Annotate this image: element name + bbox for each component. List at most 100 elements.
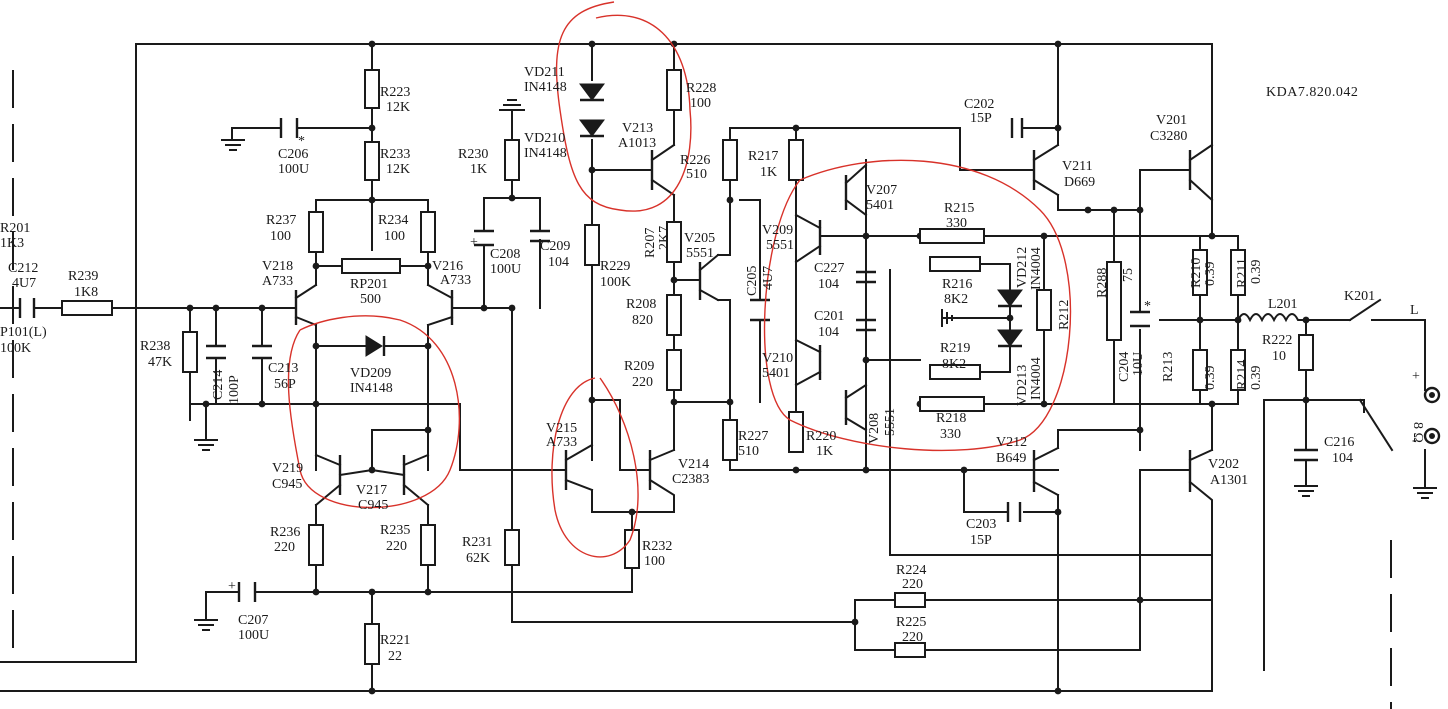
svg-text:5551: 5551 xyxy=(883,408,898,436)
svg-text:V202: V202 xyxy=(1208,457,1239,472)
potentiometer-rp201 xyxy=(341,258,401,274)
svg-text:1K8: 1K8 xyxy=(74,285,98,300)
svg-text:R217: R217 xyxy=(748,149,778,164)
svg-text:C213: C213 xyxy=(268,361,298,376)
svg-text:R218: R218 xyxy=(936,411,966,426)
svg-text:1K: 1K xyxy=(470,162,487,177)
svg-text:500: 500 xyxy=(360,292,381,307)
svg-text:104: 104 xyxy=(818,325,839,340)
svg-text:R212: R212 xyxy=(1057,300,1072,330)
ground-icon xyxy=(1413,487,1437,499)
inductor-l201 xyxy=(1236,313,1307,323)
transistors xyxy=(294,143,1214,601)
ground-icon xyxy=(1294,485,1318,497)
svg-text:15P: 15P xyxy=(970,533,992,548)
svg-text:VD212: VD212 xyxy=(1015,247,1030,288)
svg-text:R213: R213 xyxy=(1161,352,1176,382)
svg-text:A733: A733 xyxy=(546,435,577,450)
component-labels: KDA7.820.042 R201 1K3 C212 4U7 R239 1K8 … xyxy=(0,65,1425,664)
svg-text:V217: V217 xyxy=(356,483,387,498)
resistor-r232 xyxy=(624,529,640,569)
svg-text:V209: V209 xyxy=(762,223,793,238)
svg-text:+: + xyxy=(228,579,236,594)
relay-k201-arm xyxy=(1358,398,1394,452)
svg-text:820: 820 xyxy=(632,313,653,328)
svg-text:100K: 100K xyxy=(0,341,31,356)
svg-text:220: 220 xyxy=(632,375,653,390)
svg-text:100U: 100U xyxy=(238,628,269,643)
resistor-r229 xyxy=(584,224,600,266)
svg-text:C202: C202 xyxy=(964,97,994,112)
resistor-r209 xyxy=(666,349,682,391)
svg-text:C2383: C2383 xyxy=(672,472,709,487)
svg-text:220: 220 xyxy=(274,540,295,555)
svg-text:R232: R232 xyxy=(642,539,672,554)
svg-text:C216: C216 xyxy=(1324,435,1354,450)
svg-text:R223: R223 xyxy=(380,85,410,100)
resistor-r235 xyxy=(420,524,436,566)
svg-text:C945: C945 xyxy=(272,477,302,492)
svg-text:RP201: RP201 xyxy=(350,277,388,292)
diodes xyxy=(365,83,1023,357)
svg-text:100P: 100P xyxy=(227,375,242,404)
svg-text:330: 330 xyxy=(946,216,967,231)
svg-text:R220: R220 xyxy=(806,429,836,444)
svg-text:VD211: VD211 xyxy=(524,65,565,80)
svg-text:R233: R233 xyxy=(380,147,410,162)
relay-k201-contact xyxy=(1348,298,1382,322)
transistor-v214 xyxy=(648,448,676,513)
svg-text:4U7: 4U7 xyxy=(12,276,36,291)
svg-text:VD209: VD209 xyxy=(350,366,391,381)
svg-text:IN4148: IN4148 xyxy=(524,146,567,161)
svg-text:220: 220 xyxy=(902,630,923,645)
svg-text:+: + xyxy=(470,235,478,250)
svg-text:C209: C209 xyxy=(540,239,570,254)
svg-text:V207: V207 xyxy=(866,183,897,198)
transistor-v218 xyxy=(294,283,318,327)
resistor-r238 xyxy=(182,331,198,373)
transistor-v211 xyxy=(1032,143,1060,197)
svg-text:C201: C201 xyxy=(814,309,844,324)
svg-text:100K: 100K xyxy=(600,275,631,290)
svg-text:L201: L201 xyxy=(1268,297,1298,312)
svg-text:R201: R201 xyxy=(0,221,30,236)
resistor-r214 xyxy=(1230,349,1246,391)
resistor-r210 xyxy=(1192,249,1208,296)
svg-text:75: 75 xyxy=(1121,268,1136,282)
svg-text:56P: 56P xyxy=(274,377,296,392)
resistor-r213 xyxy=(1192,349,1208,391)
transistor-v216 xyxy=(426,283,454,327)
svg-text:5551: 5551 xyxy=(766,238,794,253)
diode-vd211 xyxy=(579,83,605,102)
svg-text:P101(L): P101(L) xyxy=(0,325,47,340)
svg-text:220: 220 xyxy=(902,577,923,592)
svg-text:100: 100 xyxy=(270,229,291,244)
transistor-v201 xyxy=(1188,143,1214,202)
svg-text:IN4004: IN4004 xyxy=(1029,247,1044,290)
svg-text:VD210: VD210 xyxy=(524,131,565,146)
resistor-r221 xyxy=(364,623,380,665)
svg-text:1K: 1K xyxy=(760,165,777,180)
resistors xyxy=(61,69,1314,665)
svg-text:R221: R221 xyxy=(380,633,410,648)
svg-text:R224: R224 xyxy=(896,563,926,578)
svg-text:IN4148: IN4148 xyxy=(350,381,393,396)
svg-text:12K: 12K xyxy=(386,100,410,115)
svg-text:100: 100 xyxy=(384,229,405,244)
ground-icon xyxy=(194,619,218,631)
resistor-r208 xyxy=(666,294,682,336)
svg-text:104: 104 xyxy=(1332,451,1353,466)
svg-text:0.39: 0.39 xyxy=(1249,366,1264,391)
resistor-r239 xyxy=(61,300,113,316)
diode-vd209 xyxy=(365,335,386,357)
svg-text:A1013: A1013 xyxy=(618,136,656,151)
svg-text:C214: C214 xyxy=(211,370,226,400)
resistor-r222 xyxy=(1298,334,1314,371)
svg-text:22: 22 xyxy=(388,649,402,664)
resistor-r215 xyxy=(919,228,985,244)
resistor-r220 xyxy=(788,411,804,453)
svg-text:C212: C212 xyxy=(8,261,38,276)
svg-text:C204: C204 xyxy=(1117,352,1132,382)
svg-text:R237: R237 xyxy=(266,213,296,228)
